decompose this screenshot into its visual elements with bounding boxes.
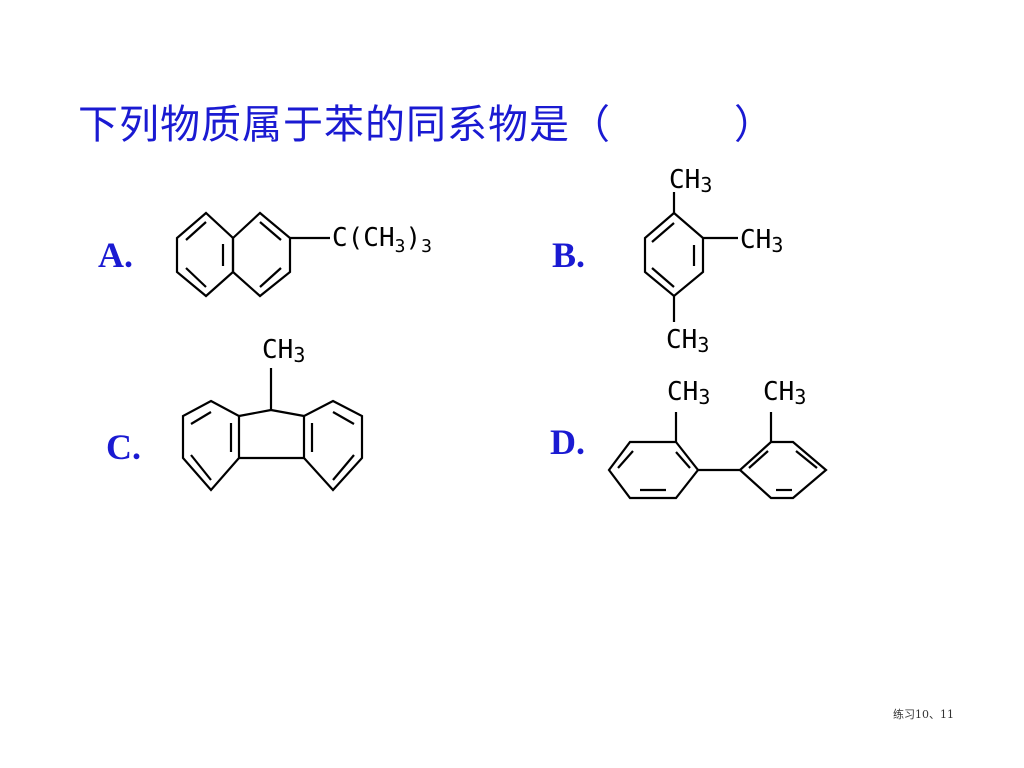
option-a-label: A. — [98, 235, 133, 275]
option-d-label: D. — [550, 422, 585, 462]
structure-b-methyl-right: CH3 — [740, 225, 783, 257]
structure-a-substituent: C(CH3)3 — [332, 223, 432, 257]
structure-c: CH3 — [181, 335, 364, 492]
structure-b-methyl-bottom: CH3 — [666, 325, 709, 357]
naphthalene-right-ring — [231, 211, 292, 298]
structure-c-methyl: CH3 — [262, 335, 305, 367]
option-c-label: C. — [106, 427, 141, 467]
structure-d-methyl-left: CH3 — [667, 377, 710, 409]
slide-footer: 练习10、11 — [893, 708, 954, 721]
structure-d-methyl-right: CH3 — [763, 377, 806, 409]
question-text: 下列物质属于苯的同系物是（ ） — [78, 102, 775, 148]
naphthalene-left-ring — [175, 211, 235, 298]
structure-a: C(CH3)3 — [175, 211, 432, 298]
structure-d: CH3 CH3 — [607, 377, 828, 500]
structure-b-methyl-top: CH3 — [669, 165, 712, 197]
structure-b: CH3 CH3 CH3 — [643, 165, 783, 357]
option-b-label: B. — [552, 235, 586, 275]
